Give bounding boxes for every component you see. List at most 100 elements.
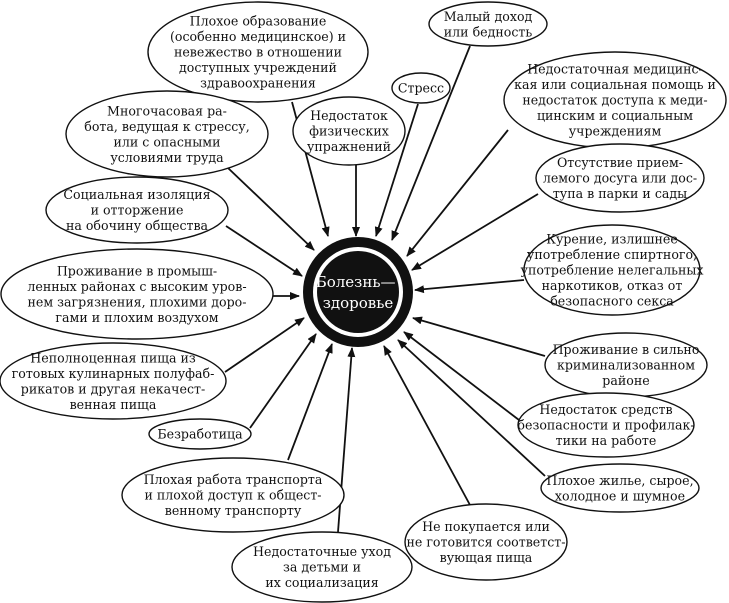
factor-bubble [540, 463, 700, 513]
arrow-low-income [391, 45, 471, 241]
factor-label-line: Недостаточная медицинс- [527, 62, 703, 77]
factor-bubble [523, 224, 701, 316]
factor-label-line: тупа в парки и сады [553, 186, 687, 201]
arrows-layer [224, 45, 546, 533]
factor-label: Плохое жилье, сырое,холодное и шумное [546, 473, 693, 504]
factor-poor-housing: Плохое жилье, сырое,холодное и шумное [540, 463, 700, 513]
arrow-workplace-safety [403, 331, 520, 421]
factor-label-line: районе [602, 373, 649, 388]
factor-label-line: венному транспорту [165, 503, 302, 518]
factor-label: Многочасовая ра-бота, ведущая к стрессу,… [84, 103, 249, 165]
center-label-line: здоровье [323, 294, 394, 312]
factor-label-line: Недостаток средств [539, 402, 672, 417]
arrow-lack-of-leisure [411, 193, 539, 271]
factor-label-line: готовых кулинарных полуфаб- [12, 366, 215, 381]
arrow-smoking-alcohol-drugs [414, 279, 525, 294]
factor-label-line: и отторжение [91, 203, 184, 218]
factor-label-line: Стресс [398, 81, 444, 96]
factor-label-line: вующая пища [440, 550, 533, 565]
factor-bubble [517, 392, 695, 458]
factor-label-line: наркотиков, отказ от [542, 278, 683, 293]
arrow-no-proper-food [383, 345, 471, 506]
factor-label-line: тики на работе [556, 433, 657, 448]
factor-label-line: бота, ведущая к стрессу, [84, 119, 249, 134]
factor-bubble [231, 531, 413, 603]
factor-label-line: нем загрязнения, плохими доро- [28, 294, 247, 309]
factor-label-line: упражнений [307, 139, 391, 154]
factor-bubble [45, 176, 229, 244]
factor-label-line: холодное и шумное [555, 488, 685, 503]
factor-lack-of-leisure: Отсутствие прием-лемого досуга или дос-т… [535, 143, 705, 213]
factor-long-hours-work: Многочасовая ра-бота, ведущая к стрессу,… [65, 90, 269, 178]
factor-label-line: Малый доход [444, 9, 533, 24]
factor-label-line: Недостаточные уход [253, 544, 391, 559]
factor-label-line: употребление спиртного, [527, 247, 697, 262]
factor-label-line: Плохая работа транспорта [144, 472, 323, 487]
factor-stress: Стресс [391, 72, 451, 104]
factor-label-line: ленных районах с высоким уров- [27, 279, 246, 294]
factor-label-line: гами и плохим воздухом [55, 310, 218, 325]
factor-label-line: Плохое жилье, сырое, [546, 473, 693, 488]
arrow-insufficient-medical-help [406, 129, 509, 257]
factor-label-line: Безработица [157, 427, 243, 442]
factor-label-line: Не покупается или [422, 519, 550, 534]
factor-label-line: или с опасными [114, 134, 221, 149]
factor-label-line: венная пища [70, 397, 157, 412]
factor-insufficient-medical-help: Недостаточная медицинс-кая или социальна… [503, 51, 727, 149]
factor-label-line: и плохой доступ к общест- [144, 488, 321, 503]
factor-poor-education: Плохое образование(особенно медицинское)… [147, 1, 369, 103]
factor-bubble [404, 503, 568, 581]
factor-label-line: доступных учреждений [179, 60, 337, 75]
factor-label: Плохое образование(особенно медицинское)… [170, 14, 346, 91]
factor-label-line: недостаток доступа к меди- [522, 93, 707, 108]
factor-unemployment: Безработица [148, 418, 252, 450]
factor-label: Проживание в промыш-ленных районах с выс… [27, 263, 246, 325]
center-node: Болезнь— здоровье [303, 237, 413, 347]
factor-bubble [0, 342, 227, 420]
factor-label-line: Курение, излишнее [546, 232, 678, 247]
factor-label: Стресс [398, 81, 444, 96]
factor-bubble [292, 96, 406, 166]
arrow-long-hours-work [227, 167, 315, 251]
factor-label-line: Проживание в промыш- [57, 263, 217, 278]
factor-label-line: Плохое образование [190, 14, 327, 29]
arrow-poor-transport [287, 343, 333, 461]
factor-label-line: условиями труда [110, 150, 224, 165]
factor-bubble [0, 248, 274, 340]
factor-label-line: кая или социальная помощь и [514, 77, 716, 92]
arrow-stress [374, 103, 419, 237]
center-inner-disc [317, 251, 399, 333]
factor-label: Безработица [157, 427, 243, 442]
factor-industrial-areas: Проживание в промыш-ленных районах с выс… [0, 248, 274, 340]
factor-label-line: на обочину общества [66, 218, 209, 233]
factor-bubble [65, 90, 269, 178]
factor-label-line: (особенно медицинское) и [170, 29, 346, 44]
center-label: Болезнь— здоровье [316, 273, 401, 312]
factor-label-line: Отсутствие прием- [557, 155, 683, 170]
factor-label-line: Неполноценная пища из [30, 350, 196, 365]
arrow-poor-food [224, 317, 305, 373]
arrow-social-isolation [225, 225, 303, 277]
factor-label-line: Социальная изоляция [63, 187, 210, 202]
factor-label-line: невежество в отношении [174, 45, 342, 60]
arrow-criminal-area [412, 316, 546, 357]
factor-label: Недостаточная медицинс-кая или социальна… [514, 62, 716, 139]
factor-bubble [148, 418, 252, 450]
center-label-line: Болезнь— [316, 273, 396, 291]
